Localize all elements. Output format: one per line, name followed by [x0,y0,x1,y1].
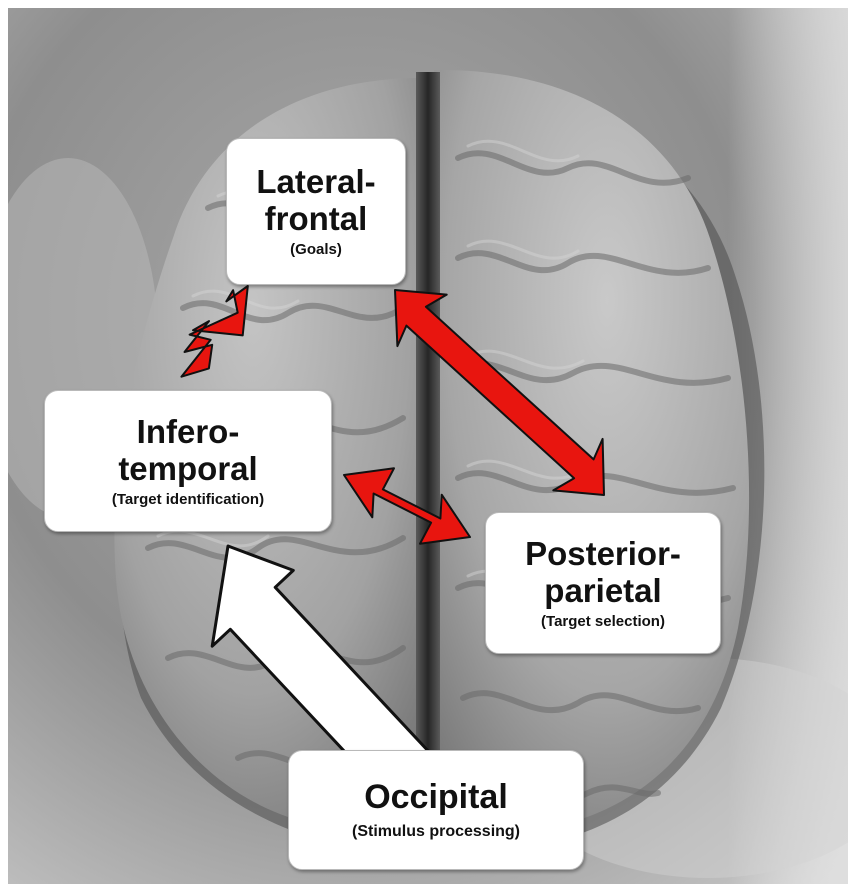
lateral-frontal-name-line1: Lateral- [256,163,375,200]
lateral-frontal-label: Lateral- frontal (Goals) [226,138,406,285]
arrow-inferotemporal-posteriorparietal [344,468,470,543]
occipital-name: Occipital [364,779,508,816]
posterior-parietal-label: Posterior- parietal (Target selection) [485,512,721,654]
occipital-label: Occipital (Stimulus processing) [288,750,584,870]
occipital-role: (Stimulus processing) [352,822,520,842]
lateral-frontal-role: (Goals) [290,240,342,260]
inferotemporal-name-line1: Infero- [137,413,240,450]
posterior-parietal-name-line2: parietal [544,572,661,609]
inferotemporal-label: Infero- temporal (Target identification) [44,390,332,532]
posterior-parietal-name-line1: Posterior- [525,535,681,572]
posterior-parietal-role: (Target selection) [541,612,665,632]
lateral-frontal-name-line2: frontal [265,200,368,237]
inferotemporal-name-line2: temporal [118,450,257,487]
arrow-lateralfrontal-posteriorparietal [395,290,604,495]
inferotemporal-role: (Target identification) [112,490,264,510]
arrow-lateralfrontal-inferotemporal [181,286,247,377]
